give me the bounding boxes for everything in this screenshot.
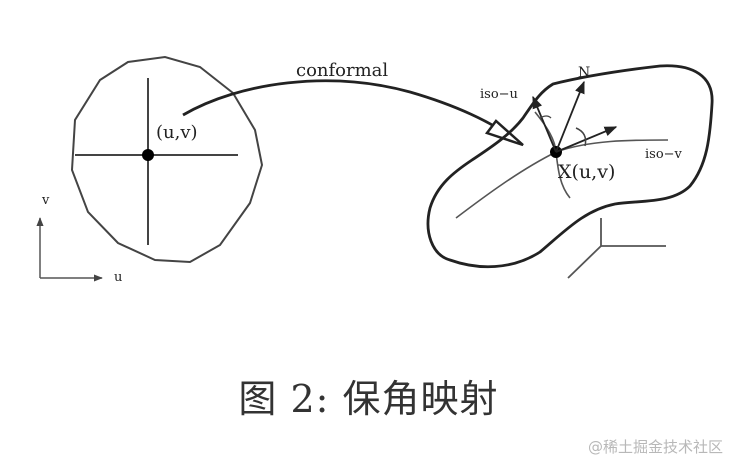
iso-v-label: iso−v: [645, 147, 683, 162]
axis-v-label: v: [41, 193, 50, 208]
conformal-map-arrow: [182, 79, 516, 142]
watermark-text: @稀土掘金技术社区: [587, 438, 723, 456]
surface-point-label: X(u,v): [558, 161, 615, 183]
tangent-angle-arc: [539, 115, 552, 119]
parameter-domain-shape: [70, 55, 264, 264]
iso-u-tangent-arrow: [532, 95, 557, 153]
frame-diagonal-line: [567, 245, 602, 279]
uv-point-label: (u,v): [156, 122, 198, 143]
axis-u-label: u: [114, 270, 122, 285]
uv-point-dot: [142, 149, 154, 161]
normal-vector-arrow: [555, 80, 585, 153]
normal-label: N: [578, 65, 590, 81]
conformal-label: conformal: [296, 60, 388, 81]
iso-u-label: iso−u: [480, 87, 518, 102]
right-angle-arc: [575, 127, 587, 147]
figure-caption: 图 2: 保角映射: [238, 377, 499, 421]
surface-shape: [426, 64, 714, 269]
